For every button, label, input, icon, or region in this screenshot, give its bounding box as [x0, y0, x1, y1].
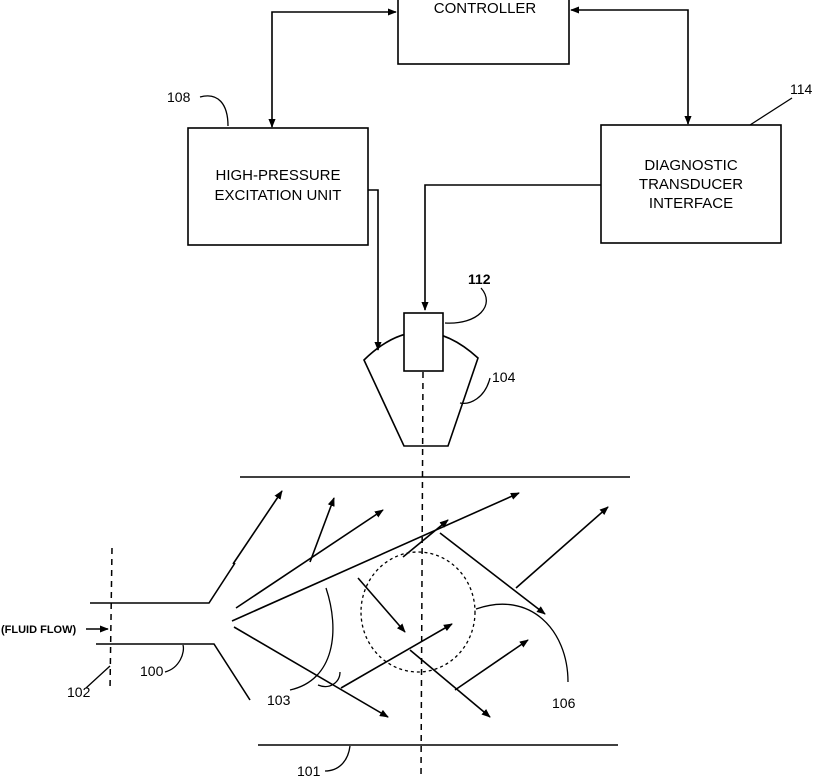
excitation-unit-box: HIGH-PRESSURE EXCITATION UNIT — [188, 128, 368, 245]
focal-axis — [421, 372, 423, 778]
diagnostic-interface-box: DIAGNOSTIC TRANSDUCER INTERFACE — [601, 125, 781, 243]
fluid-flow-label: (FLUID FLOW) — [1, 624, 76, 636]
leader-101 — [325, 746, 350, 771]
diagnostic-label-line2: TRANSDUCER — [639, 176, 743, 193]
controller-label: CONTROLLER — [434, 0, 537, 17]
controller-diagnostic-link — [571, 10, 688, 124]
controller-excitation-link — [272, 12, 396, 127]
ref-103: 103 — [267, 692, 291, 708]
ref-104: 104 — [492, 369, 516, 385]
controller-box: CONTROLLER — [398, 0, 569, 64]
ref-114: 114 — [790, 81, 813, 97]
diagnostic-to-probe — [425, 185, 601, 310]
leader-102 — [86, 666, 110, 688]
flow-arrows — [232, 491, 608, 717]
excitation-to-transducer — [368, 190, 378, 350]
ref-106: 106 — [552, 695, 576, 711]
excitation-label-line1: HIGH-PRESSURE — [215, 167, 340, 184]
leader-106 — [476, 604, 568, 682]
diagnostic-label-line3: INTERFACE — [649, 195, 733, 212]
leader-114 — [750, 98, 792, 125]
ref-101: 101 — [297, 763, 321, 778]
leader-100 — [165, 645, 183, 672]
inlet-plane — [110, 548, 112, 690]
ref-112: 112 — [468, 271, 491, 287]
ref-100: 100 — [140, 663, 164, 679]
leader-112 — [445, 288, 486, 323]
diagnostic-label-line1: DIAGNOSTIC — [644, 157, 738, 174]
diagnostic-probe — [404, 313, 443, 371]
ref-108: 108 — [167, 89, 191, 105]
inlet-bottom — [96, 644, 250, 700]
focal-region — [361, 552, 475, 672]
leader-108 — [200, 96, 228, 126]
excitation-label-line2: EXCITATION UNIT — [215, 187, 342, 204]
